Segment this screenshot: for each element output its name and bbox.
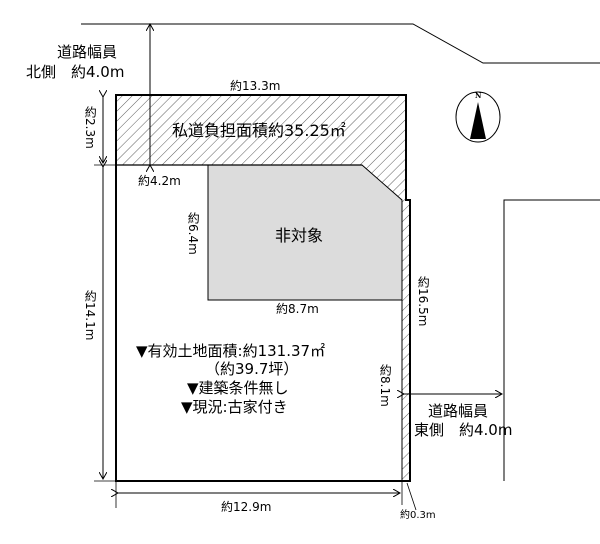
north-compass-icon	[455, 91, 501, 143]
dim-top: 約13.3m	[230, 79, 281, 93]
current-status: ▼現況:古家付き	[181, 398, 288, 416]
dim-right-lower: 約8.1m	[378, 364, 393, 407]
private-road-area-label: 私道負担面積約35.25㎡	[172, 121, 346, 140]
private-road-area	[116, 95, 410, 481]
east-road-edge	[503, 199, 600, 481]
dim-left: 約14.1m	[83, 290, 98, 341]
north-road-title: 道路幅員	[56, 43, 117, 61]
dim-left-top: 約2.3m	[83, 106, 98, 149]
dim-bottom: 約12.9m	[221, 500, 272, 514]
dim-inner-width: 約4.2m	[138, 174, 181, 188]
east-road-title: 道路幅員	[428, 402, 489, 420]
north-road-value: 北側 約4.0m	[26, 63, 125, 81]
excluded-label: 非対象	[275, 226, 324, 245]
dim-right-total: 約16.5m	[416, 276, 431, 327]
effective-area: ▼有効土地面積:約131.37㎡	[136, 342, 326, 360]
east-road-value: 東側 約4.0m	[414, 421, 513, 439]
north-road-edge	[81, 23, 600, 64]
compass-label: N	[475, 91, 482, 100]
dim-gray-width: 約8.7m	[276, 302, 319, 316]
area-tsubo: （約39.7坪）	[205, 360, 299, 378]
dim-strip: 約0.3m	[400, 510, 436, 521]
building-condition: ▼建築条件無し	[187, 379, 289, 397]
dim-inner-height: 約6.4m	[186, 212, 201, 255]
